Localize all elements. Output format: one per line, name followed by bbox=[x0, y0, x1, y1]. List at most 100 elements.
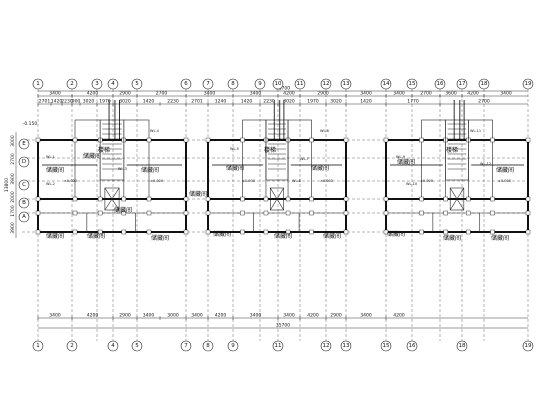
column bbox=[146, 210, 152, 216]
column bbox=[443, 210, 448, 216]
left-dimension-label: 3000 bbox=[10, 135, 16, 147]
dimension-label: 3400 bbox=[360, 313, 372, 319]
dimension-label: 2900 bbox=[119, 313, 131, 319]
unit-outline bbox=[385, 139, 529, 233]
axis-top-label-circle bbox=[107, 78, 119, 90]
dimension-label: 4200 bbox=[87, 313, 99, 319]
column bbox=[240, 229, 245, 235]
bay-projection bbox=[421, 119, 446, 141]
axis-top-label: 2 bbox=[70, 81, 74, 87]
room-label: 储藏间 bbox=[114, 206, 132, 214]
riser-tag: WL-1 bbox=[46, 155, 55, 159]
column bbox=[35, 210, 41, 216]
column bbox=[121, 196, 127, 202]
axis-bottom-label-circle bbox=[272, 340, 284, 352]
left-overall-dimension-label: 13800 bbox=[4, 178, 10, 192]
axis-top-label-circle bbox=[272, 78, 284, 90]
dimension-label: 4200 bbox=[215, 313, 227, 319]
left-dimension-label: 3900 bbox=[10, 222, 16, 234]
axis-bottom-label-circle bbox=[32, 340, 44, 352]
column bbox=[343, 210, 349, 216]
column bbox=[383, 229, 389, 235]
axis-left-label: C bbox=[22, 182, 26, 188]
axis-top-label-circle bbox=[180, 78, 192, 90]
column bbox=[183, 137, 189, 143]
dimension-label: 3400 bbox=[49, 313, 61, 319]
column bbox=[309, 229, 314, 235]
column bbox=[263, 196, 269, 202]
axis-bottom-label: 8 bbox=[206, 343, 210, 349]
column bbox=[263, 229, 269, 235]
room-label: 储藏间 bbox=[397, 158, 415, 166]
room-label: 储藏间 bbox=[151, 234, 169, 242]
column bbox=[146, 196, 152, 202]
axis-top-label-circle bbox=[340, 78, 352, 90]
column bbox=[285, 210, 291, 216]
axis-top-label: 13 bbox=[343, 81, 350, 87]
axis-bottom-label: 12 bbox=[323, 343, 330, 349]
dimension-label: 3400 bbox=[250, 91, 262, 97]
axis-left-label: E bbox=[22, 141, 26, 147]
unit-outline bbox=[207, 139, 347, 233]
drawing-labels: 储藏间储藏间储藏间储藏间储藏间储藏间储藏间储藏间储藏间储藏间储藏间储藏间储藏间储… bbox=[46, 129, 514, 242]
stair-label: 楼梯 bbox=[446, 146, 458, 154]
dimension-label: 3400 bbox=[250, 313, 262, 319]
dimension-label: 2230 bbox=[167, 99, 179, 105]
axis-top-label: 11 bbox=[297, 81, 304, 87]
bay-projection bbox=[74, 119, 101, 141]
column bbox=[97, 210, 103, 216]
overall-dimension-label: 35700 bbox=[276, 86, 290, 92]
dimension-label: 1420 bbox=[51, 99, 63, 105]
bay-projection bbox=[123, 119, 150, 141]
column bbox=[183, 210, 189, 216]
room-label: 储藏间 bbox=[311, 164, 329, 172]
elevation-mark: ±0.000 bbox=[498, 179, 511, 183]
room-label: 储藏间 bbox=[141, 166, 159, 174]
dimension-label: 4200 bbox=[467, 91, 479, 97]
dimension-label: 1240 bbox=[215, 99, 227, 105]
stair-core bbox=[265, 119, 289, 181]
axis-bottom-label-circle bbox=[522, 340, 534, 352]
axis-left-label: D bbox=[22, 159, 26, 165]
axis-bottom-label: 15 bbox=[383, 343, 390, 349]
column bbox=[183, 196, 189, 202]
column bbox=[525, 210, 531, 216]
dimension-label: 3020 bbox=[119, 99, 131, 105]
elevator-cross bbox=[104, 187, 120, 211]
stair-label: 楼梯 bbox=[98, 146, 110, 154]
axis-top-label: 1 bbox=[36, 81, 40, 87]
column bbox=[240, 137, 245, 143]
axis-bottom-label-circle bbox=[456, 340, 468, 352]
column bbox=[309, 196, 314, 202]
column bbox=[383, 196, 389, 202]
stair-label: 楼梯 bbox=[264, 146, 276, 154]
dimension-label: 2700 bbox=[420, 91, 432, 97]
elevation-mark: ±0.000 bbox=[150, 179, 163, 183]
axis-top-label-circle bbox=[522, 78, 534, 90]
axis-top-label: 10 bbox=[275, 81, 282, 87]
axis-top-label: 17 bbox=[459, 81, 466, 87]
column bbox=[35, 196, 41, 202]
axis-bottom-label: 5 bbox=[135, 343, 139, 349]
dimension-label: 3400 bbox=[283, 313, 295, 319]
column bbox=[343, 196, 349, 202]
axis-top-label-circle bbox=[254, 78, 266, 90]
column bbox=[35, 229, 41, 235]
dimension-label: 3400 bbox=[393, 91, 405, 97]
axis-bottom-label: 18 bbox=[459, 343, 466, 349]
axis-top-label: 18 bbox=[481, 81, 488, 87]
column bbox=[383, 210, 389, 216]
room-label: 储藏间 bbox=[226, 164, 244, 172]
axis-top-label-circle bbox=[131, 78, 143, 90]
riser-tag: WL-11 bbox=[470, 129, 481, 133]
axis-top-label-circle bbox=[406, 78, 418, 90]
column bbox=[146, 229, 152, 235]
column bbox=[72, 229, 78, 235]
bay-projection bbox=[242, 119, 267, 141]
left-dimension-label: 3900 bbox=[10, 173, 16, 185]
room-label: 储藏间 bbox=[46, 232, 64, 240]
column bbox=[205, 229, 211, 235]
axis-bottom-label-circle bbox=[320, 340, 332, 352]
